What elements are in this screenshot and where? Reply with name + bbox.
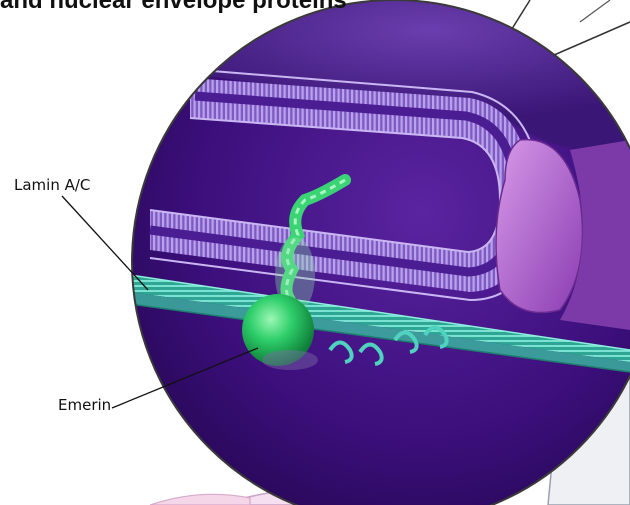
magnified-circle <box>130 0 630 505</box>
nuclear-pore-complex <box>496 140 630 330</box>
emerin-label: Emerin <box>58 396 111 414</box>
figure-heading: and nuclear envelope proteins <box>0 0 347 15</box>
lamin-label: Lamin A/C <box>14 176 90 194</box>
